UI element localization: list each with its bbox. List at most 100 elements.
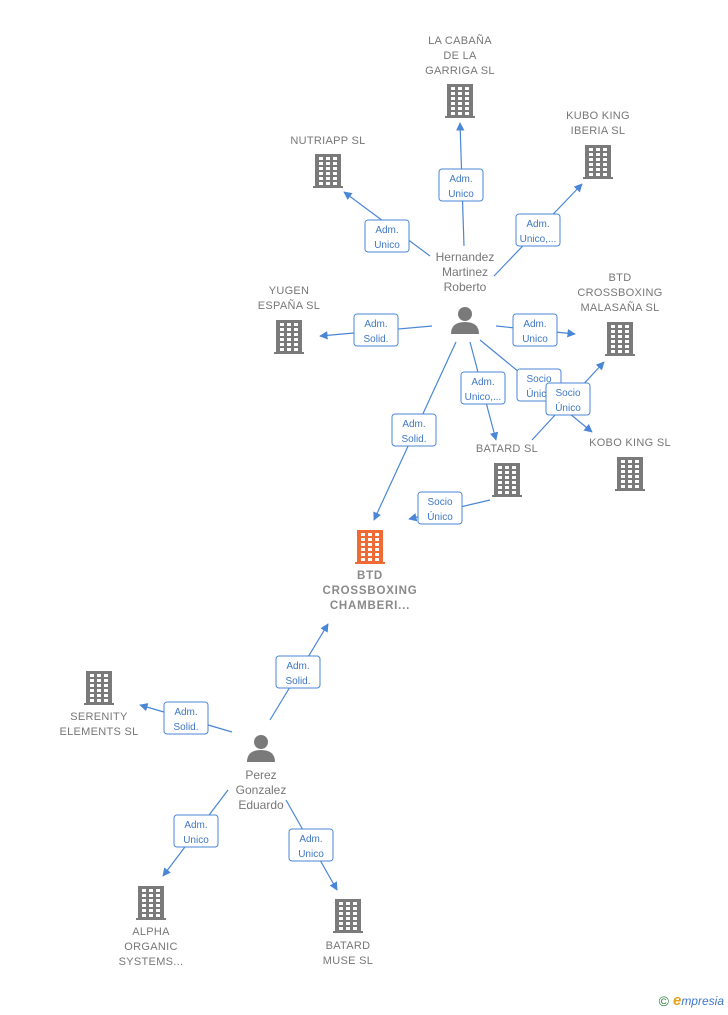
edge-label-text: Solid.: [363, 334, 388, 345]
edge-hernandez-nutriapp: Adm. Unico: [343, 191, 431, 257]
edge-perez-batardmuse: Adm. Unico: [285, 799, 338, 891]
edge-hernandez-batard: Adm. Unico,...: [460, 341, 506, 441]
edge-label-box[interactable]: [438, 168, 484, 202]
edges-layer: Adm.UnicoAdm.UnicoAdm.Unico,...Adm.Solid…: [139, 122, 605, 891]
node-label: BTD: [357, 570, 383, 582]
edge-label-text: Adm.: [471, 377, 494, 388]
edge-label-text: Unico: [374, 240, 400, 251]
node-label: IBERIA SL: [571, 125, 626, 137]
building-icon: [355, 530, 385, 564]
edge-label-box[interactable]: [353, 313, 399, 347]
node-label: BTD: [609, 272, 632, 284]
node-label: CROSSBOXING: [322, 585, 417, 597]
node-label: BATARD: [326, 940, 371, 952]
edge-label-text: Adm.: [526, 219, 549, 230]
edge-label-text: Socio: [427, 497, 452, 508]
building-icon: [274, 320, 304, 354]
edge-label-box[interactable]: [364, 219, 410, 253]
edge-label-text: Adm.: [364, 319, 387, 330]
edge-label-box[interactable]: [417, 491, 463, 525]
node-label: Gonzalez: [236, 783, 287, 797]
node-label: BATARD SL: [476, 443, 538, 455]
node-label: Martinez: [442, 265, 488, 279]
building-icon: [583, 145, 613, 179]
building-icon: [605, 322, 635, 356]
edge-label-text: Único: [555, 401, 581, 414]
edge-label-box[interactable]: [275, 655, 321, 689]
edge-label-box[interactable]: [512, 313, 558, 347]
node-batard[interactable]: BATARD SL: [476, 443, 538, 497]
edge-label-text: Solid.: [285, 676, 310, 687]
node-label: Hernandez: [436, 250, 495, 264]
node-nutriapp[interactable]: NUTRIAPP SL: [290, 135, 365, 188]
edge-label-text: Solid.: [401, 434, 426, 445]
edge-label-text: Socio: [555, 388, 580, 399]
footer-brand: © empresia: [659, 992, 724, 1009]
node-label: Roberto: [444, 280, 487, 294]
edge-label-text: Unico: [298, 849, 324, 860]
node-btdcham[interactable]: BTDCROSSBOXINGCHAMBERI...: [322, 530, 417, 612]
node-batardmuse[interactable]: BATARD MUSE SL: [323, 899, 373, 967]
edge-label-box[interactable]: [173, 814, 219, 848]
edge-label-box[interactable]: [515, 213, 561, 247]
edge-hernandez-yugen: Adm. Solid.: [319, 313, 433, 347]
brand-logo: empresia: [672, 992, 724, 1009]
edge-label-text: Único: [427, 510, 453, 523]
edge-label-text: Adm.: [184, 820, 207, 831]
node-label: GARRIGA SL: [425, 65, 495, 77]
node-label: NUTRIAPP SL: [290, 135, 365, 147]
node-label: SYSTEMS...: [119, 956, 184, 968]
node-kubo[interactable]: KUBO KING IBERIA SL: [566, 110, 630, 179]
node-label: ESPAÑA SL: [258, 299, 320, 312]
building-icon: [84, 671, 114, 705]
edge-hernandez-cabana: Adm. Unico: [438, 122, 484, 247]
node-label: ELEMENTS SL: [59, 726, 138, 738]
node-label: ALPHA: [132, 926, 170, 938]
edge-perez-alpha: Adm. Unico: [162, 789, 229, 877]
edge-perez-serenity: Adm.Solid.: [139, 701, 233, 735]
edge-perez-btdcham: Adm.Solid.: [269, 623, 329, 721]
edge-label-text: Adm.: [523, 319, 546, 330]
edge-label-text: Adm.: [449, 174, 472, 185]
building-icon: [313, 154, 343, 188]
node-label: YUGEN: [269, 285, 310, 297]
building-icon: [445, 84, 475, 118]
person-icon: [247, 735, 275, 762]
node-yugen[interactable]: YUGEN ESPAÑA SL: [258, 285, 320, 354]
node-label: SERENITY: [70, 711, 128, 723]
edge-label-box[interactable]: [391, 413, 437, 447]
node-label: MALASAÑA SL: [580, 301, 659, 314]
node-kobo[interactable]: KOBO KING SL: [589, 437, 671, 491]
edge-label-text: Unico: [183, 835, 209, 846]
node-label: ORGANIC: [124, 941, 177, 953]
edge-label-text: Unico: [522, 334, 548, 345]
node-label: Eduardo: [238, 798, 284, 812]
edge-label-text: Adm.: [375, 225, 398, 236]
edge-label-box[interactable]: [460, 371, 506, 405]
edge-label-text: Unico,...: [520, 234, 557, 245]
node-alpha[interactable]: ALPHA ORGANIC SYSTEMS...: [119, 886, 184, 968]
building-icon: [333, 899, 363, 933]
edge-hernandez-btdcham: Adm.Solid.: [373, 341, 457, 521]
node-label: MUSE SL: [323, 955, 373, 967]
building-icon: [492, 463, 522, 497]
person-icon: [451, 307, 479, 334]
edge-label-box[interactable]: [288, 828, 334, 862]
node-label: KUBO KING: [566, 110, 630, 122]
node-label: Perez: [245, 768, 276, 782]
edge-label-text: Unico,...: [465, 392, 502, 403]
node-btdmal[interactable]: BTD CROSSBOXING MALASAÑA SL: [577, 272, 662, 356]
edge-label-text: Adm.: [299, 834, 322, 845]
edge-label-text: Unico: [448, 189, 474, 200]
node-serenity[interactable]: SERENITY ELEMENTS SL: [59, 671, 138, 738]
edge-label-box[interactable]: [545, 382, 591, 416]
node-label: CROSSBOXING: [577, 287, 662, 299]
edge-label-box[interactable]: [163, 701, 209, 735]
